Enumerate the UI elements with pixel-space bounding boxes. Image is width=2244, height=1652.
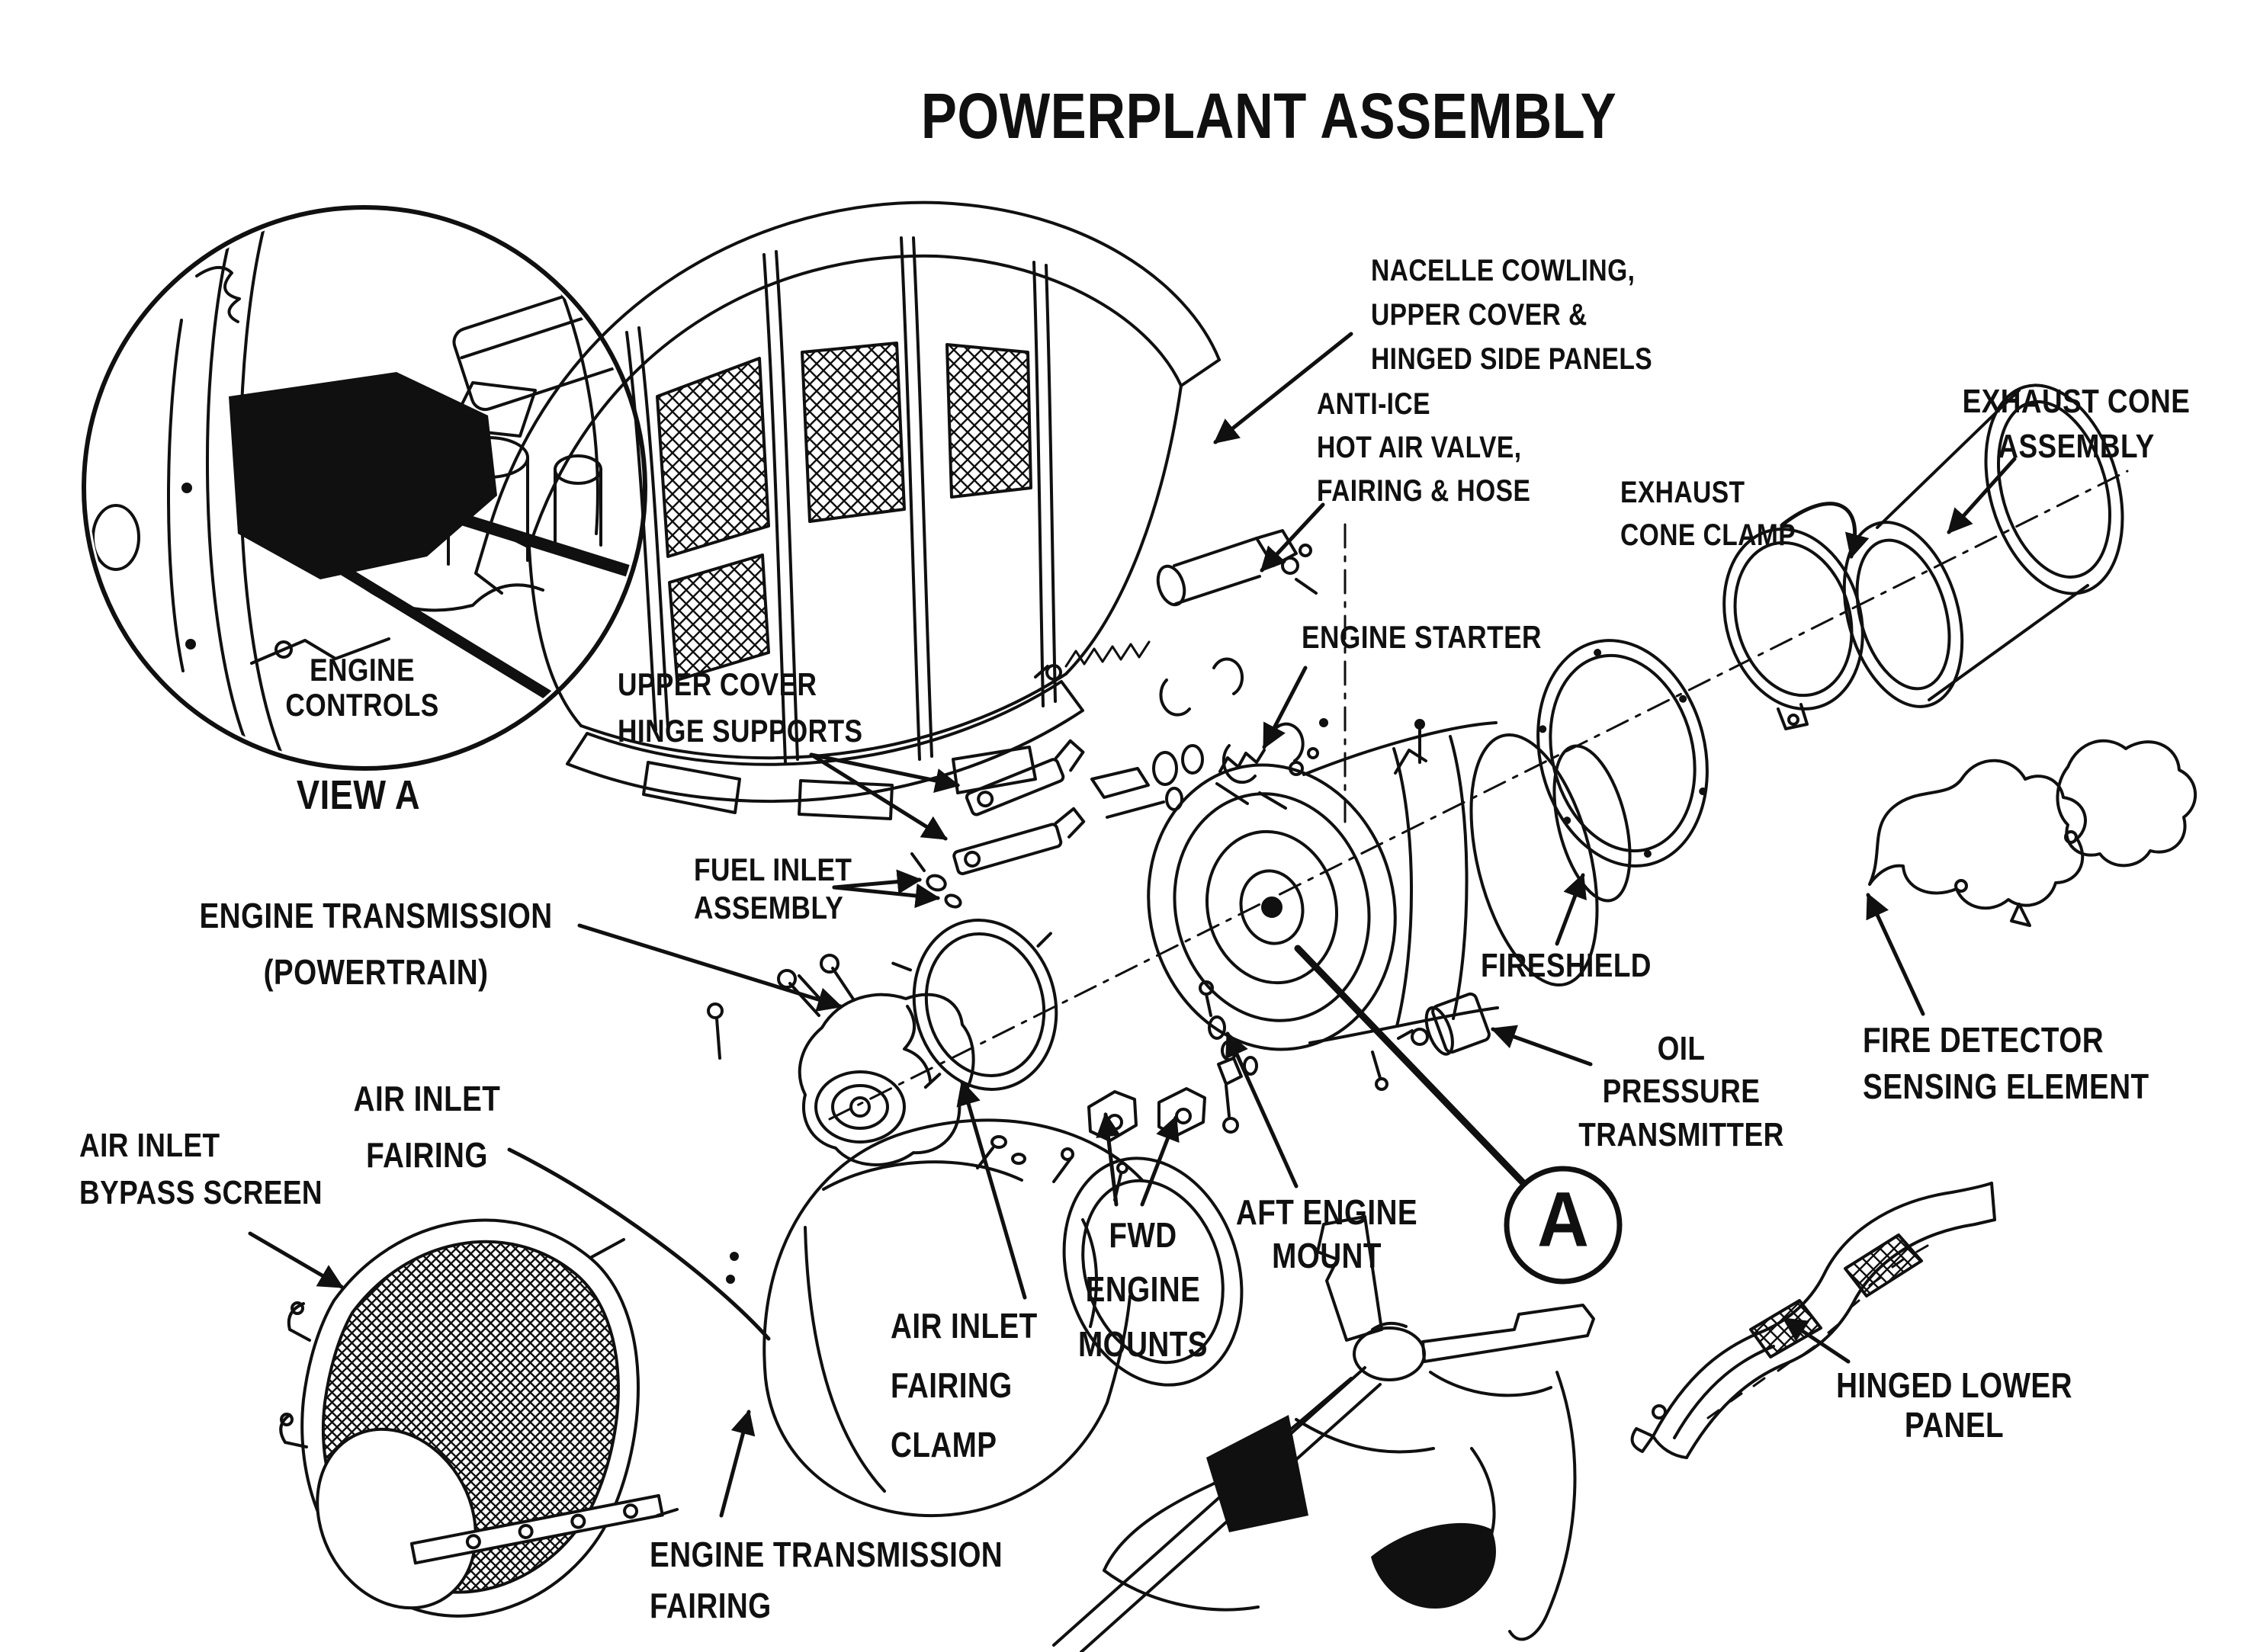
engine-transmission-line-1: ENGINE TRANSMISSION xyxy=(199,896,553,935)
label-exhaust-cone-clamp: EXHAUST CONE CLAMP xyxy=(1620,471,1796,557)
nacelle-cowling-line-3: HINGED SIDE PANELS xyxy=(1371,342,1653,376)
hinged-lower-panel-line-1: HINGED LOWER xyxy=(1836,1365,2072,1405)
label-fuel-inlet-assembly: FUEL INLET ASSEMBLY xyxy=(694,851,852,928)
fireshield-line-1: FIRESHIELD xyxy=(1481,947,1652,984)
engine-controls-inset-drawing xyxy=(82,205,647,771)
engine-starter-line-1: ENGINE STARTER xyxy=(1302,619,1542,655)
fuel-inlet-line-2: ASSEMBLY xyxy=(694,890,844,926)
assembly-centerline xyxy=(828,470,2129,1121)
label-engine-controls: ENGINE CONTROLS xyxy=(285,652,439,723)
label-fire-detector: FIRE DETECTOR SENSING ELEMENT xyxy=(1863,1017,2149,1110)
label-aft-engine-mount: AFT ENGINE MOUNT xyxy=(1236,1191,1417,1278)
engine-transmission-fairing-line-1: ENGINE TRANSMISSION xyxy=(650,1535,1003,1574)
label-anti-ice: ANTI-ICE HOT AIR VALVE, FAIRING & HOSE xyxy=(1317,383,1530,512)
label-engine-starter: ENGINE STARTER xyxy=(1302,619,1542,656)
air-inlet-fairing-clamp-line-1: AIR INLET xyxy=(891,1306,1038,1346)
air-inlet-fairing-clamp-line-2: FAIRING xyxy=(891,1365,1013,1406)
air-inlet-bypass-line-1: AIR INLET xyxy=(79,1127,220,1164)
engine-controls-line-2: CONTROLS xyxy=(285,687,439,723)
label-engine-transmission-powertrain: ENGINE TRANSMISSION (POWERTRAIN) xyxy=(199,888,552,1000)
label-hinged-lower-panel: HINGED LOWER PANEL xyxy=(1836,1365,2072,1445)
anti-ice-line-2: HOT AIR VALVE, xyxy=(1317,430,1522,464)
label-view-a: VIEW A xyxy=(297,771,420,819)
air-inlet-fairing-drawing xyxy=(726,1118,1244,1518)
nacelle-cowling-line-1: NACELLE COWLING, xyxy=(1371,254,1636,287)
engine-core-drawing xyxy=(1147,719,1632,1091)
aft-engine-mount-line-1: AFT ENGINE xyxy=(1235,1192,1418,1232)
anti-ice-line-1: ANTI-ICE xyxy=(1317,387,1430,421)
upper-cover-hinge-line-2: HINGE SUPPORTS xyxy=(618,712,863,749)
engine-controls-line-1: ENGINE xyxy=(310,652,415,688)
air-inlet-fairing-line-2: FAIRING xyxy=(366,1134,488,1175)
label-air-inlet-fairing: AIR INLET FAIRING xyxy=(354,1071,501,1183)
air-inlet-bypass-screen-drawing xyxy=(279,1218,679,1618)
fire-detector-line-1: FIRE DETECTOR xyxy=(1863,1020,2104,1060)
label-upper-cover-hinge-supports: UPPER COVER HINGE SUPPORTS xyxy=(618,662,862,755)
nacelle-cowling-drawing xyxy=(474,200,1221,820)
helicopter-fuselage-drawing xyxy=(1052,1215,1595,1652)
exhaust-cone-assembly-line-1: EXHAUST CONE xyxy=(1962,383,2191,420)
air-inlet-fairing-line-1: AIR INLET xyxy=(353,1079,501,1118)
detail-a-marker: A xyxy=(1537,1176,1589,1263)
fireshield-drawing xyxy=(1536,639,1709,868)
exhaust-cone-clamp-line-2: CONE CLAMP xyxy=(1620,518,1796,552)
label-exhaust-cone-assembly: EXHAUST CONE ASSEMBLY xyxy=(1963,380,2191,469)
label-air-inlet-fairing-clamp: AIR INLET FAIRING CLAMP xyxy=(891,1296,1038,1475)
air-inlet-bypass-line-2: BYPASS SCREEN xyxy=(79,1173,323,1211)
label-engine-transmission-fairing: ENGINE TRANSMISSION FAIRING xyxy=(650,1529,1003,1631)
fwd-engine-mounts-line-1: FWD xyxy=(1109,1215,1177,1255)
leader-lines xyxy=(248,332,2017,1518)
detail-a-circle xyxy=(1504,1166,1623,1285)
engine-transmission-fairing-line-2: FAIRING xyxy=(650,1585,772,1625)
aft-engine-mount-line-2: MOUNT xyxy=(1272,1236,1382,1276)
air-inlet-fairing-clamp-drawing xyxy=(891,919,1058,1091)
exhaust-cone-assembly-line-2: ASSEMBLY xyxy=(1998,427,2155,465)
fwd-engine-mounts-line-2: ENGINE xyxy=(1085,1269,1201,1310)
label-air-inlet-bypass-screen: AIR INLET BYPASS SCREEN xyxy=(79,1122,323,1216)
oil-pressure-line-3: TRANSMITTER xyxy=(1578,1115,1784,1153)
hinged-lower-panel-line-2: PANEL xyxy=(1904,1404,2005,1445)
page-title: POWERPLANT ASSEMBLY xyxy=(921,79,1616,153)
label-fwd-engine-mounts: FWD ENGINE MOUNTS xyxy=(1078,1208,1208,1371)
view-a-text: VIEW A xyxy=(296,772,421,818)
label-oil-pressure-transmitter: OIL PRESSURE TRANSMITTER xyxy=(1578,1028,1783,1156)
air-inlet-fairing-clamp-line-3: CLAMP xyxy=(891,1425,997,1465)
exhaust-cone-drawing xyxy=(1842,383,2124,708)
engine-transmission-line-2: (POWERTRAIN) xyxy=(263,951,489,992)
upper-cover-hinge-line-1: UPPER COVER xyxy=(618,666,817,702)
engine-starter-drawing xyxy=(1215,718,1328,810)
engine-transmission-drawing xyxy=(707,954,1026,1169)
oil-pressure-transmitter-drawing xyxy=(1397,992,1491,1056)
oil-pressure-line-1: OIL xyxy=(1657,1030,1706,1067)
page-title-text: POWERPLANT ASSEMBLY xyxy=(920,80,1617,152)
fwd-engine-mounts-line-3: MOUNTS xyxy=(1078,1323,1208,1364)
label-nacelle-cowling: NACELLE COWLING, UPPER COVER & HINGED SI… xyxy=(1371,249,1652,381)
label-fireshield: FIRESHIELD xyxy=(1481,947,1652,985)
anti-ice-line-3: FAIRING & HOSE xyxy=(1317,473,1531,508)
oil-pressure-line-2: PRESSURE xyxy=(1602,1073,1761,1111)
exhaust-cone-clamp-line-1: EXHAUST xyxy=(1620,476,1745,509)
nacelle-cowling-line-2: UPPER COVER & xyxy=(1371,298,1587,332)
fire-detector-element-drawing xyxy=(1868,739,2197,927)
fire-detector-line-2: SENSING ELEMENT xyxy=(1863,1067,2149,1107)
fuel-inlet-line-1: FUEL INLET xyxy=(694,852,852,887)
